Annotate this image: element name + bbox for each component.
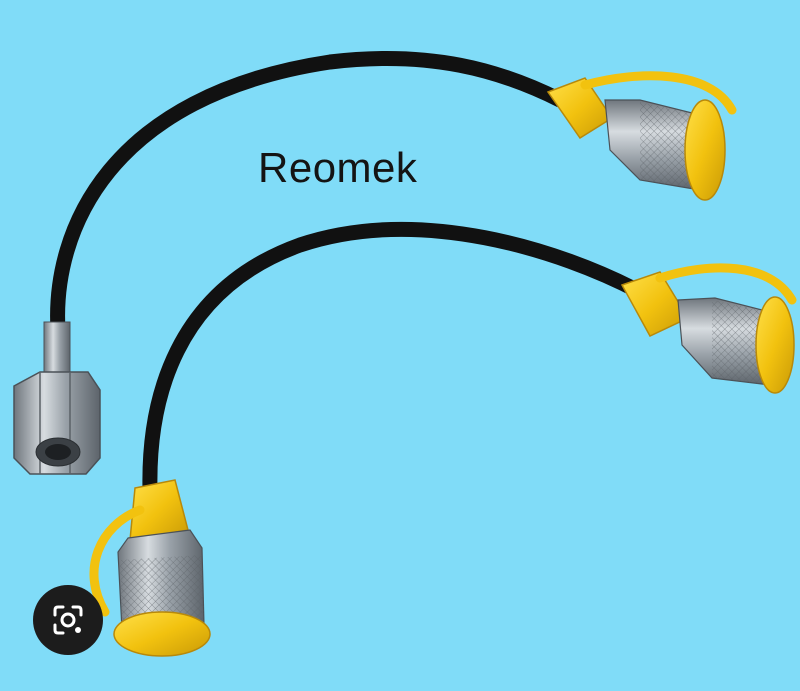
long-hose bbox=[50, 50, 568, 338]
brand-text: Reomek bbox=[258, 144, 418, 191]
coupler-bottom bbox=[89, 479, 211, 657]
short-hose bbox=[142, 222, 648, 498]
coupler-middle-right bbox=[620, 263, 797, 394]
visual-search-button[interactable] bbox=[33, 585, 103, 655]
visual-search-icon bbox=[53, 605, 83, 635]
coupler-top bbox=[546, 71, 737, 201]
hex-female-fitting bbox=[13, 321, 101, 475]
